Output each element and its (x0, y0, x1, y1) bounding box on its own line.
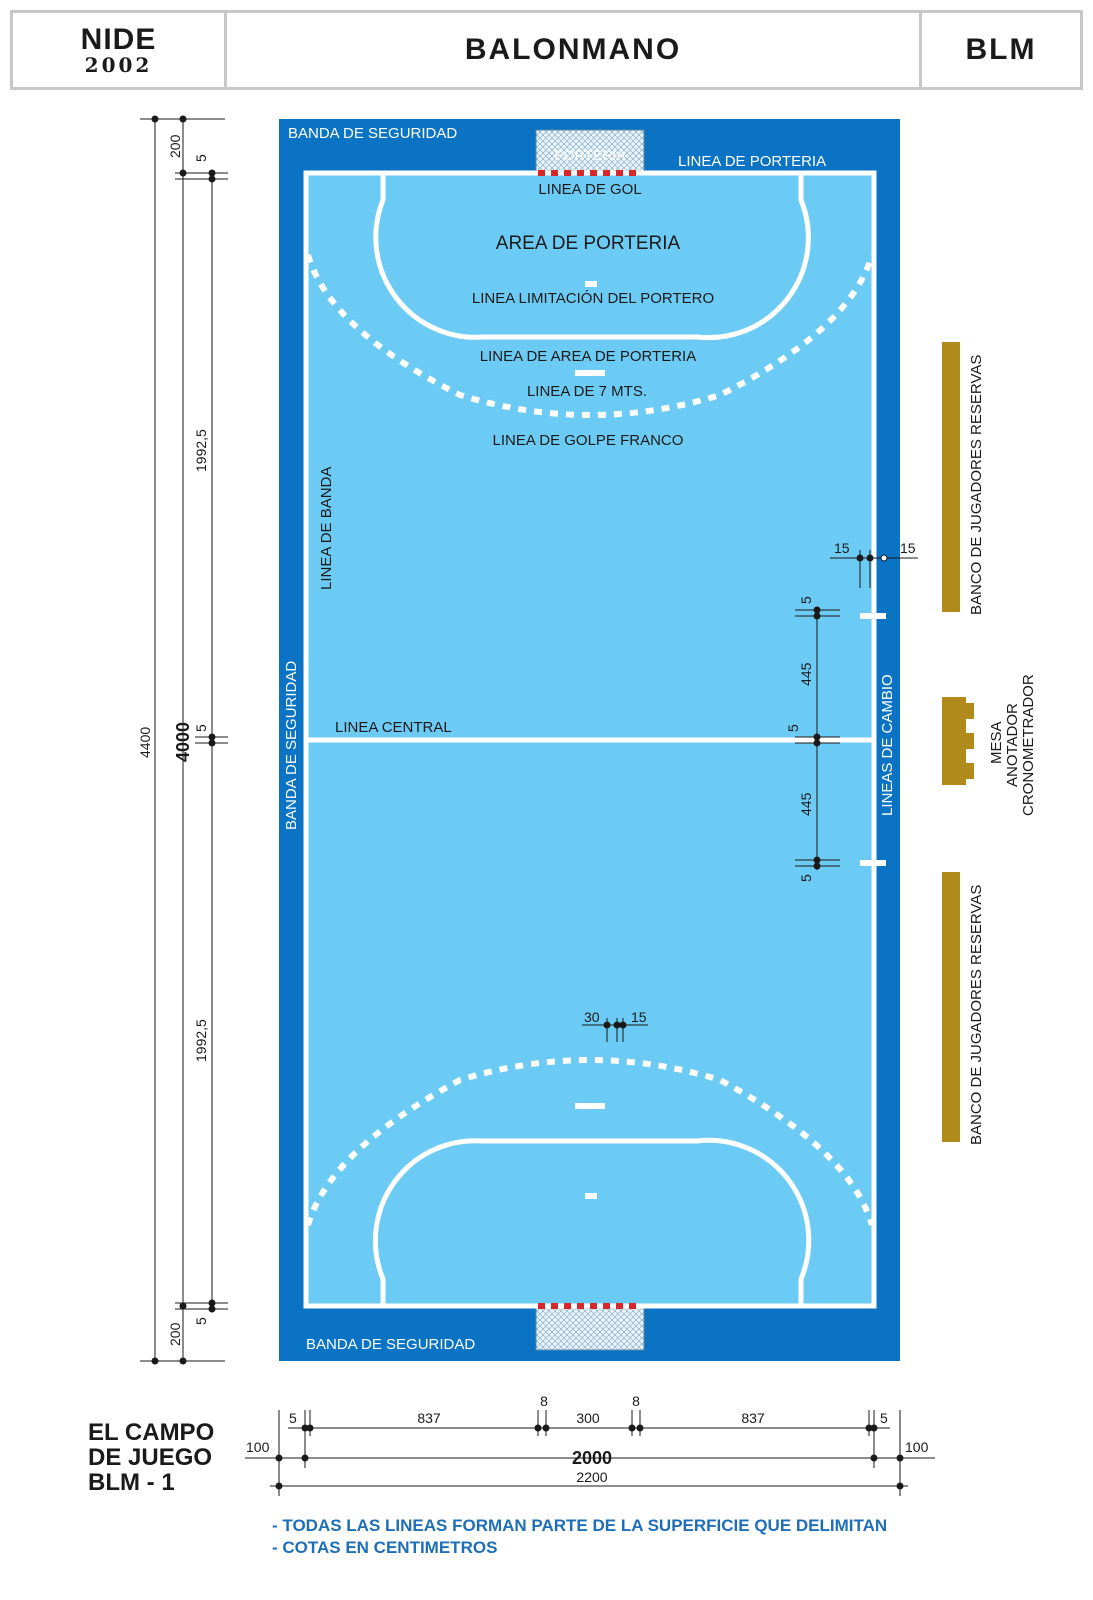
label-cronometrador: CRONOMETRADOR (1020, 674, 1037, 816)
title-cell: BALONMANO (227, 13, 922, 87)
substitution-mark-bottom (860, 860, 886, 866)
seven-meter-mark-bottom (575, 1103, 605, 1109)
figure-caption: EL CAMPO DE JUEGO BLM - 1 (88, 1420, 214, 1495)
dim-200-bottom: 200 (167, 1322, 183, 1346)
goalkeeper-mark-bottom (585, 1193, 597, 1199)
dim-5-mid: 5 (193, 724, 209, 732)
label-linea-area: LINEA DE AREA DE PORTERIA (480, 348, 696, 365)
label-banda-bottom: BANDA DE SEGURIDAD (306, 1336, 475, 1353)
free-throw-line-bottom (308, 1057, 872, 1226)
label-linea-porteria: LINEA DE PORTERIA (678, 153, 826, 170)
dim-15-penalty: 15 (631, 1009, 647, 1025)
brand-year: 2002 (84, 53, 153, 77)
dim-8-r: 8 (632, 1393, 640, 1409)
dim-15-left: 15 (834, 540, 850, 556)
label-mesa: MESA (988, 721, 1005, 764)
dim-5-bl: 5 (289, 1410, 297, 1426)
dim-200-top: 200 (167, 134, 183, 158)
dim-4000: 4000 (173, 722, 193, 762)
goal-net-bottom (535, 1307, 645, 1351)
dim-300: 300 (576, 1410, 600, 1426)
label-banda-left: BANDA DE SEGURIDAD (283, 661, 300, 830)
dim-1992-top: 1992,5 (193, 429, 209, 472)
dim-5-sub-top: 5 (798, 596, 814, 604)
dim-2000: 2000 (572, 1448, 612, 1468)
dim-1992-bottom: 1992,5 (193, 1019, 209, 1062)
caption-line-1: EL CAMPO (88, 1419, 215, 1446)
goal-area-line-top (373, 175, 811, 341)
sheet-code: BLM (965, 33, 1037, 66)
dim-5-top: 5 (193, 154, 209, 162)
label-lineas-cambio: LINEAS DE CAMBIO (879, 674, 896, 816)
dim-445-bottom: 445 (798, 792, 814, 816)
sheet-title: BALONMANO (464, 33, 682, 66)
dim-8-l: 8 (540, 1393, 548, 1409)
label-linea-limitacion: LINEA LIMITACIÓN DEL PORTERO (472, 290, 714, 307)
dim-837-l: 837 (417, 1410, 441, 1426)
label-linea-banda: LINEA DE BANDA (318, 467, 335, 590)
dim-5-sub-bottom: 5 (798, 874, 814, 882)
dim-4400: 4400 (137, 727, 153, 758)
label-linea-central: LINEA CENTRAL (335, 719, 452, 736)
caption-line-2: DE JUEGO (88, 1444, 213, 1471)
label-linea-7: LINEA DE 7 MTS. (527, 383, 647, 400)
dimension-lines (140, 115, 935, 1496)
label-banda-top: BANDA DE SEGURIDAD (288, 125, 457, 142)
bench-top (942, 342, 960, 612)
dim-100-r: 100 (905, 1439, 929, 1455)
dim-5-sub-mid: 5 (785, 724, 801, 732)
label-anotador: ANOTADOR (1004, 703, 1021, 787)
brand-name: NIDE (80, 23, 157, 56)
dim-100-l: 100 (246, 1439, 270, 1455)
dim-2200: 2200 (576, 1469, 607, 1485)
substitution-mark-top (860, 613, 886, 619)
label-banco-top: BANCO DE JUGADORES RESERVAS (968, 355, 985, 615)
dim-5-bottom: 5 (193, 1317, 209, 1325)
label-golpe-franco: LINEA DE GOLPE FRANCO (493, 432, 684, 449)
dim-30: 30 (584, 1009, 600, 1025)
dim-837-r: 837 (741, 1410, 765, 1426)
note-units: - COTAS EN CENTIMETROS (272, 1538, 498, 1557)
note-lines: - TODAS LAS LINEAS FORMAN PARTE DE LA SU… (272, 1516, 888, 1535)
dim-15-right: 15 (900, 540, 916, 556)
code-cell: BLM (922, 13, 1080, 87)
goal-area-line-bottom (372, 1137, 812, 1304)
brand-cell: NIDE 2002 (13, 13, 227, 87)
scorer-table (942, 697, 974, 785)
label-banco-bottom: BANCO DE JUGADORES RESERVAS (968, 885, 985, 1145)
notes: - TODAS LAS LINEAS FORMAN PARTE DE LA SU… (272, 1515, 887, 1559)
seven-meter-mark-top (575, 370, 605, 376)
free-throw-line-top (308, 254, 872, 418)
label-porteria: PORTERIA (554, 147, 626, 163)
goalkeeper-mark-top (585, 281, 597, 287)
label-linea-gol: LINEA DE GOL (538, 181, 641, 198)
caption-line-3: BLM - 1 (88, 1469, 175, 1496)
dim-445-top: 445 (798, 662, 814, 686)
title-block: NIDE 2002 BALONMANO BLM (10, 10, 1083, 90)
bench-bottom (942, 872, 960, 1142)
label-area-porteria: AREA DE PORTERIA (496, 233, 681, 254)
dim-5-br: 5 (880, 1410, 888, 1426)
